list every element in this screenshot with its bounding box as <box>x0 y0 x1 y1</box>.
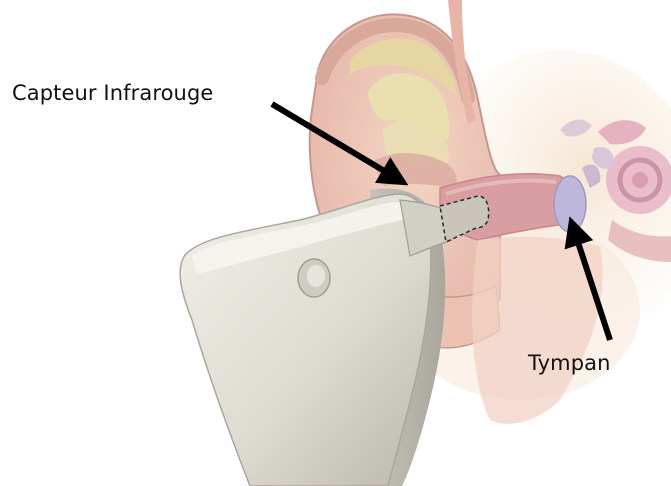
sensor-label: Capteur Infrarouge <box>12 80 213 106</box>
eardrum-label: Tympan <box>528 350 611 376</box>
eardrum-shape <box>554 176 586 232</box>
